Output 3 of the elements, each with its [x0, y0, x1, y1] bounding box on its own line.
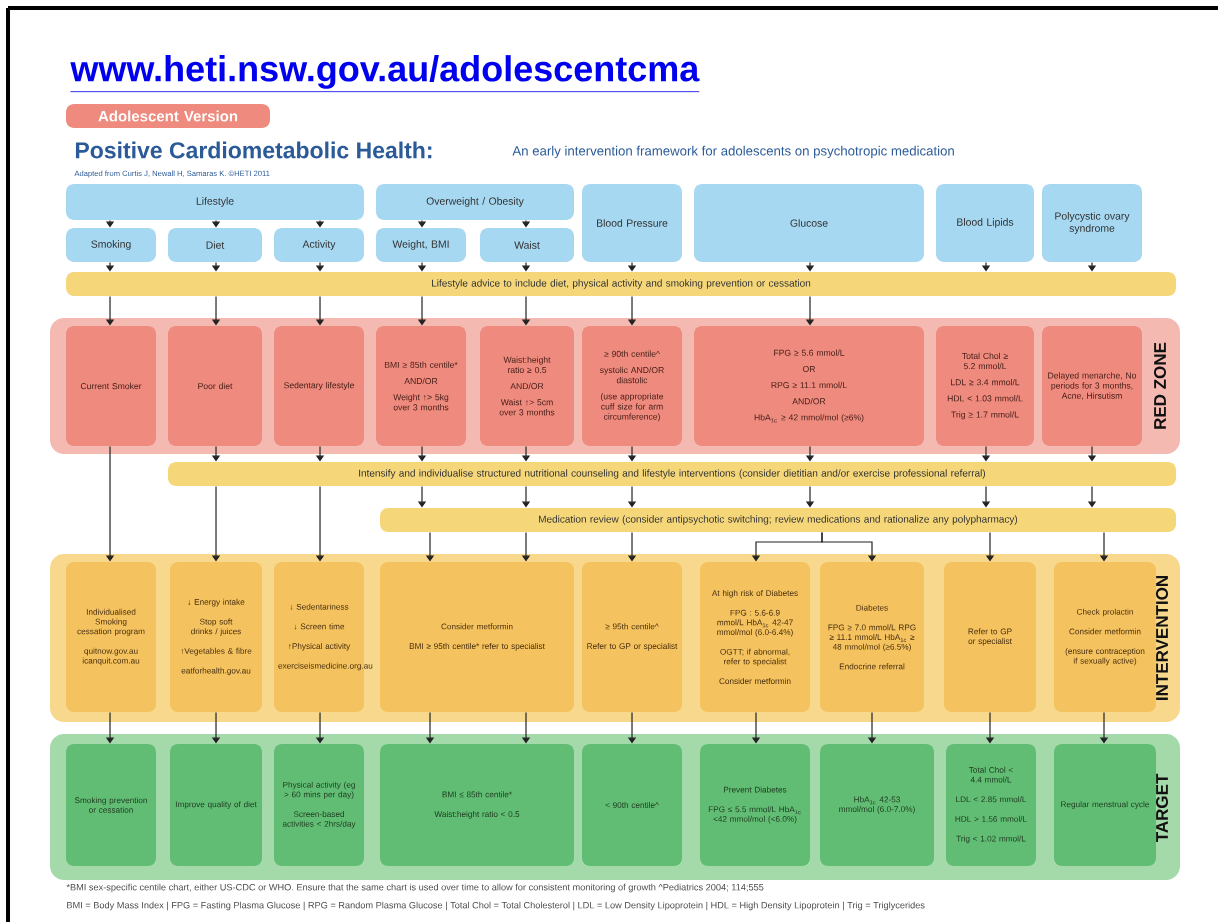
- url-link: www.heti.nsw.gov.au/adolescentcma: [70, 55, 700, 93]
- title: Positive Cardiometabolic Health:: [75, 141, 432, 159]
- bracket-arrow: [821, 531, 877, 562]
